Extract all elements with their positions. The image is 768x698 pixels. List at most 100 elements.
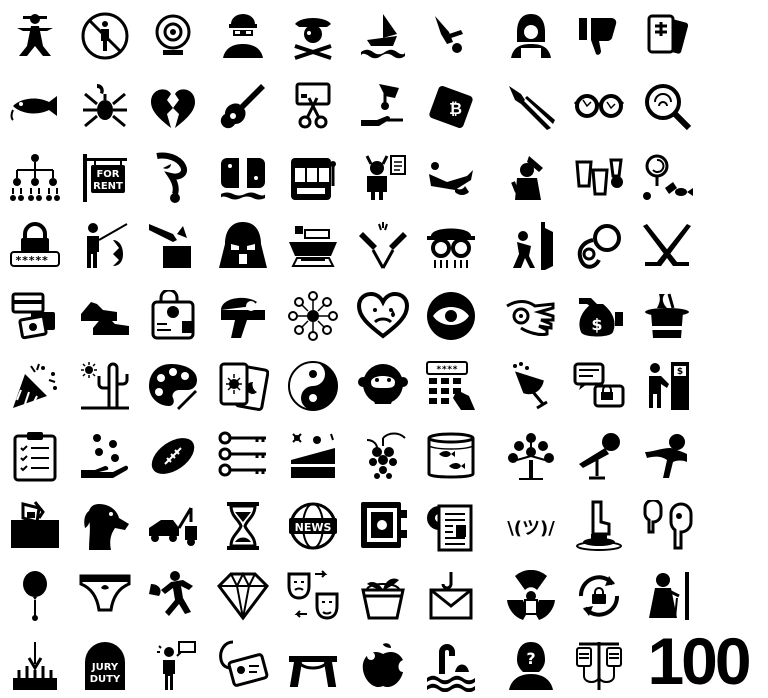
game-console-icon <box>215 150 271 206</box>
atm-icon: $ <box>639 358 695 414</box>
for-rent-sign-icon: FOR RENT <box>77 150 133 206</box>
jury-duty-tombstone-icon: JURY DUTY <box>77 638 133 694</box>
contortionist-icon <box>639 428 695 484</box>
bitcoin-wallet-icon: ₿ <box>423 78 479 134</box>
speaking-man-icon <box>145 638 201 694</box>
tarot-cards-icon <box>215 358 271 414</box>
mask-swap-icon <box>285 568 341 624</box>
scorpion-icon <box>77 78 133 134</box>
cargo-ship-icon <box>285 218 341 274</box>
underwear-icon <box>77 568 133 624</box>
password-lock-icon: *****_ <box>7 218 63 274</box>
trampoline-icon <box>285 638 341 694</box>
jumper-cables-icon <box>355 218 411 274</box>
hourglass-icon <box>215 498 271 554</box>
svg-text:$: $ <box>677 367 683 377</box>
hand-pocket-icon <box>7 498 63 554</box>
news-globe-icon: NEWS <box>285 498 341 554</box>
magic-hat-icon <box>639 288 695 344</box>
unicorn-balloon-icon <box>7 638 63 694</box>
wine-glass-icon <box>503 358 559 414</box>
no-standing-icon <box>77 8 133 64</box>
secure-chat-icon <box>571 358 627 414</box>
speak-no-evil-monkey-icon <box>355 358 411 414</box>
plant-bucket-icon <box>355 568 411 624</box>
sinking-ship-icon <box>355 8 411 64</box>
cut-credit-card-icon <box>285 78 341 134</box>
candy-icon <box>639 150 695 206</box>
banana-peel-slip-icon <box>423 150 479 206</box>
jury-line2: DUTY <box>90 674 121 685</box>
toilet-paper-news-icon <box>423 498 479 554</box>
thumbs-down-icon <box>571 8 627 64</box>
desert-cactus-icon <box>77 358 133 414</box>
pirate-icon <box>285 8 341 64</box>
fingerprint-search-icon <box>639 78 695 134</box>
water-gun-icon <box>215 288 271 344</box>
shrug-emoticon-icon: \(ツ)/ <box>503 498 559 554</box>
dog-icon <box>77 498 133 554</box>
bribe-icon <box>355 78 411 134</box>
old-lady-icon <box>639 568 695 624</box>
money-bag-hand-icon: $ <box>571 288 627 344</box>
caveman-icon <box>503 150 559 206</box>
football-icon <box>145 428 201 484</box>
fisherman-icon <box>77 218 133 274</box>
crypto-wallet-icon <box>145 288 201 344</box>
spy-glasses-icon <box>423 218 479 274</box>
keypad-text: **** <box>436 365 458 375</box>
for-rent-line2: RENT <box>93 181 123 192</box>
hierarchy-icon <box>7 150 63 206</box>
svg-text:?: ? <box>526 649 535 668</box>
hiding-person-icon <box>503 218 559 274</box>
svg-text:$: $ <box>591 315 602 334</box>
sneakers-icon <box>77 288 133 344</box>
checklist-clipboard-icon <box>7 428 63 484</box>
jury-line1: JURY <box>91 662 119 673</box>
money-hand-icon <box>77 428 133 484</box>
palette-icon <box>145 358 201 414</box>
hundred-label: 100 <box>647 624 751 698</box>
grapes-icon <box>355 428 411 484</box>
money-cards-icon <box>7 288 63 344</box>
broken-heart-icon <box>145 78 201 134</box>
apple-bite-icon <box>355 638 411 694</box>
grinch-icon <box>145 150 201 206</box>
broken-glasses-icon <box>571 78 627 134</box>
radioactive-icon <box>503 568 559 624</box>
password-text: *****_ <box>15 254 55 267</box>
lock-refresh-icon <box>571 568 627 624</box>
webcam-icon <box>145 8 201 64</box>
mahjong-tiles-icon <box>639 8 695 64</box>
pliers-icon <box>503 78 559 134</box>
shrug-text: \(ツ)/ <box>507 518 555 539</box>
eye-icon <box>423 288 479 344</box>
falling-person-icon <box>423 8 479 64</box>
slot-machine-icon <box>285 150 341 206</box>
running-thief-icon <box>145 568 201 624</box>
crying-heart-icon <box>355 288 411 344</box>
money-tree-icon <box>503 428 559 484</box>
earbuds-icon <box>639 498 695 554</box>
tow-truck-icon <box>145 498 201 554</box>
electric-guitar-icon <box>215 78 271 134</box>
news-text: NEWS <box>295 521 332 534</box>
email-hook-icon <box>423 568 479 624</box>
hockey-sticks-icon <box>639 218 695 274</box>
vault-icon <box>355 498 411 554</box>
keys-icon <box>215 428 271 484</box>
pacifier-icon <box>571 218 627 274</box>
scarecrow-icon <box>7 8 63 64</box>
for-rent-line1: FOR <box>96 169 119 180</box>
robber-icon <box>215 8 271 64</box>
hacker-icon <box>503 8 559 64</box>
devil-contract-icon <box>355 150 411 206</box>
cake-slice-icon <box>285 428 341 484</box>
party-popper-icon <box>7 358 63 414</box>
buzzer-button-icon <box>571 498 627 554</box>
svg-text:₿: ₿ <box>449 99 462 118</box>
shell-game-cups-icon <box>571 150 627 206</box>
pickpocket-icon <box>145 218 201 274</box>
anonymous-icon: ? <box>503 638 559 694</box>
